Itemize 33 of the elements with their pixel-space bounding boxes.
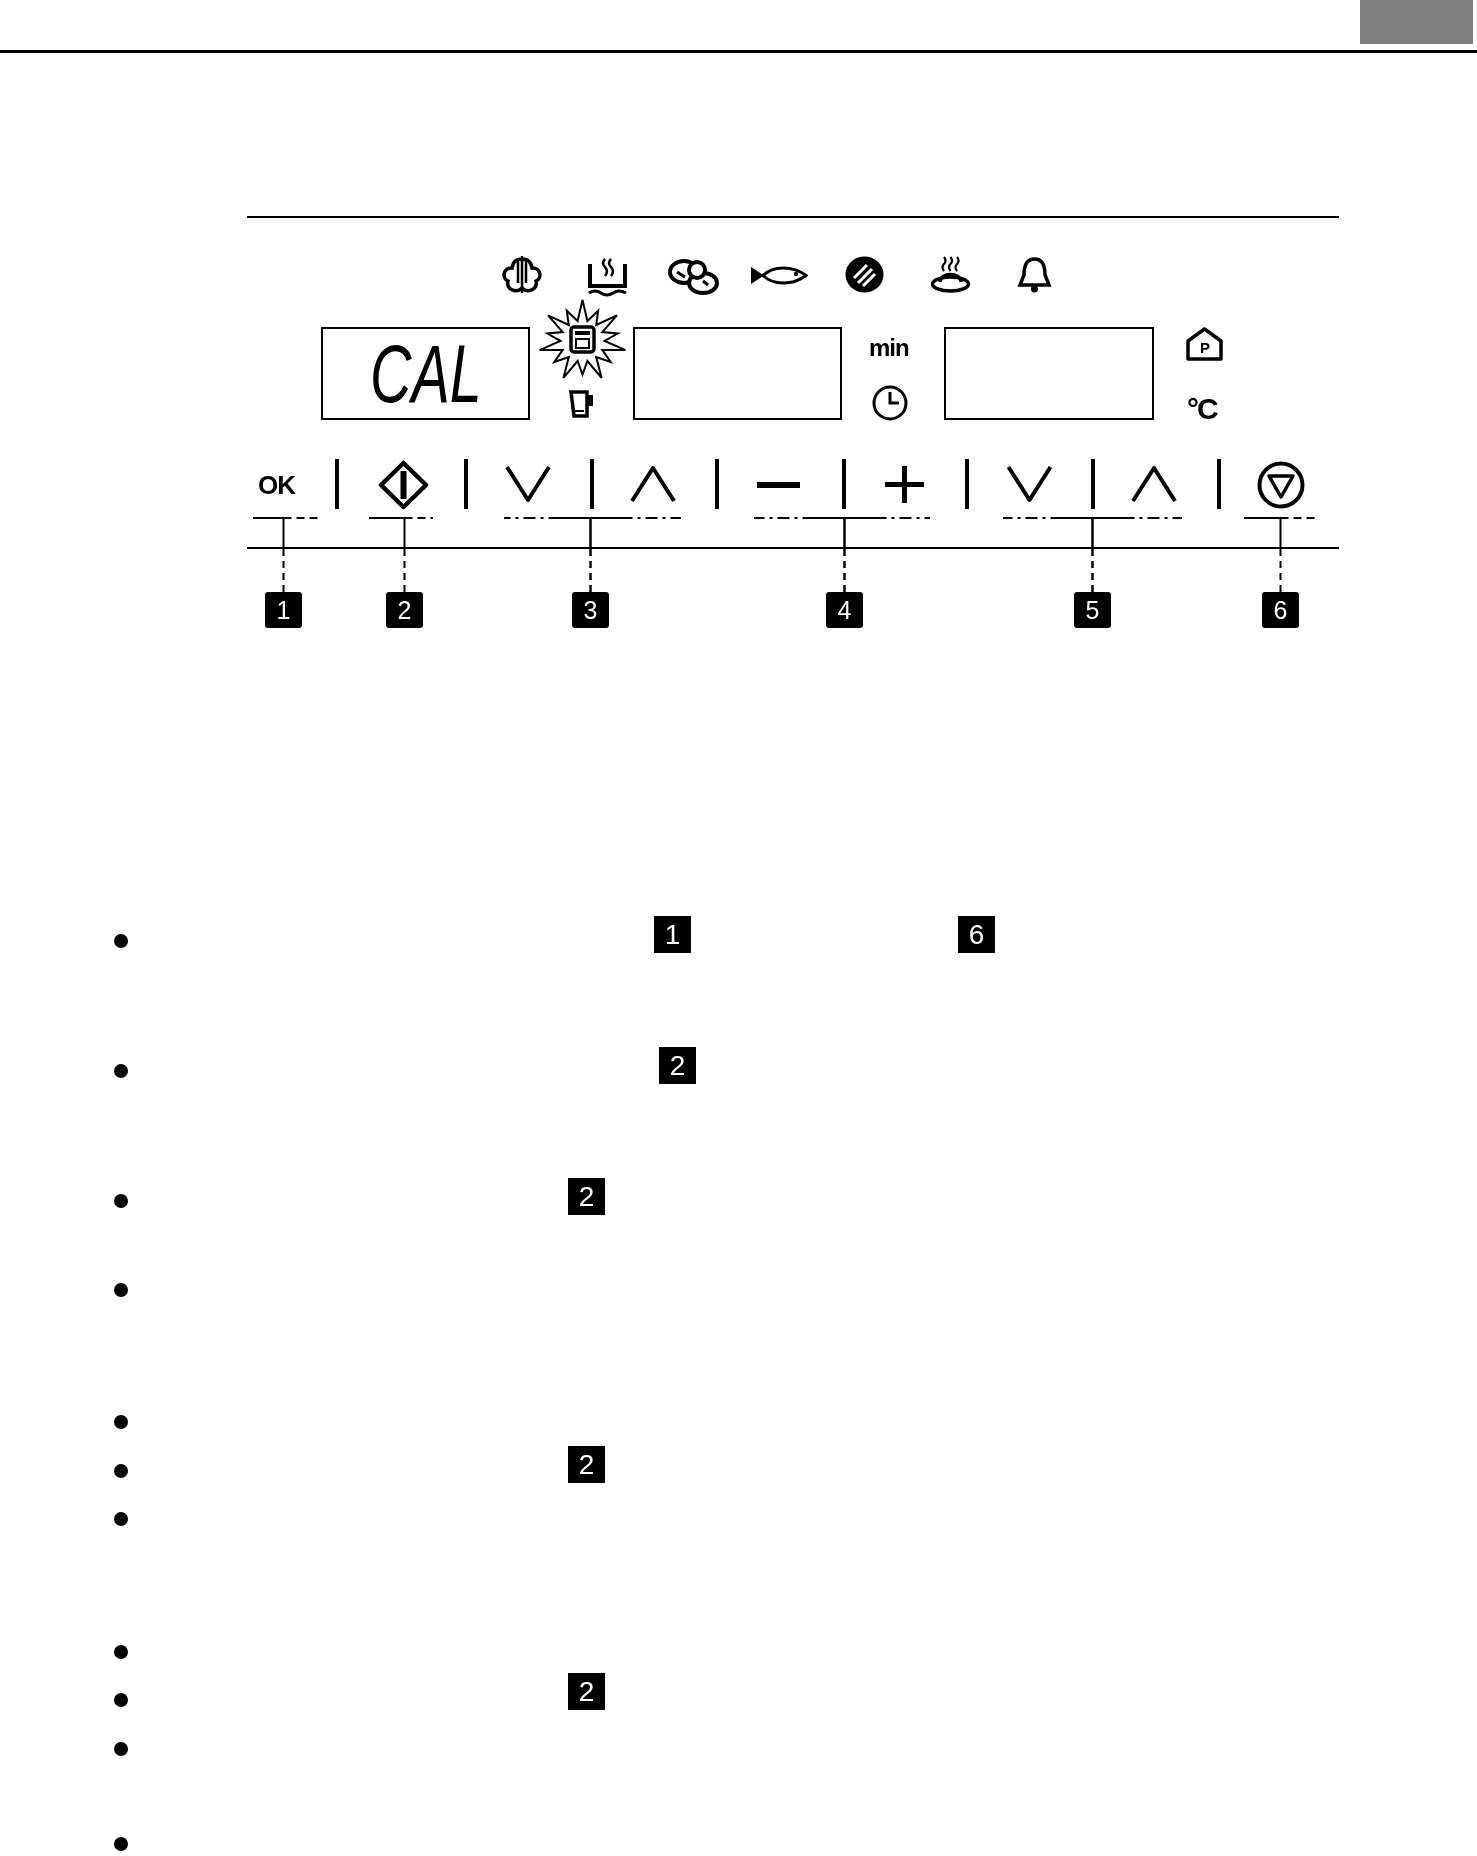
leader-line (843, 517, 931, 593)
lcd-display (944, 327, 1154, 420)
callout-number: 2 (659, 1047, 696, 1084)
lcd-display (633, 327, 842, 420)
house-letter: P (1200, 340, 1210, 355)
leader-line (252, 517, 285, 593)
callout-number: 5 (1074, 592, 1111, 628)
callout-number: 2 (568, 1178, 605, 1215)
callout-number: 1 (654, 916, 691, 953)
diamond-key-icon (378, 460, 429, 510)
callout-number: 1 (265, 592, 302, 628)
down-chevron-icon (1005, 464, 1054, 504)
callout-number: 2 (568, 1446, 605, 1483)
unit-label: °C (1187, 394, 1217, 424)
leader-line (1091, 517, 1183, 593)
callout-number: 2 (386, 592, 423, 628)
unit-label: min (869, 336, 909, 360)
up-chevron-icon (1130, 464, 1178, 504)
down-chevron-icon (504, 464, 552, 504)
plus-icon (885, 466, 924, 503)
up-chevron-icon (629, 464, 677, 504)
callout-number: 3 (572, 592, 609, 628)
leader-line (589, 517, 682, 593)
leader-line (368, 517, 406, 593)
key-label: OK (258, 472, 295, 498)
leader-line (1243, 517, 1282, 593)
display-readout: CAL (369, 332, 482, 415)
callout-number: 4 (826, 592, 863, 628)
lcd-display (321, 327, 530, 420)
callout-number: 2 (568, 1673, 605, 1710)
callout-number: 6 (958, 916, 995, 953)
minus-icon (757, 482, 800, 488)
callout-number: 6 (1262, 592, 1299, 628)
